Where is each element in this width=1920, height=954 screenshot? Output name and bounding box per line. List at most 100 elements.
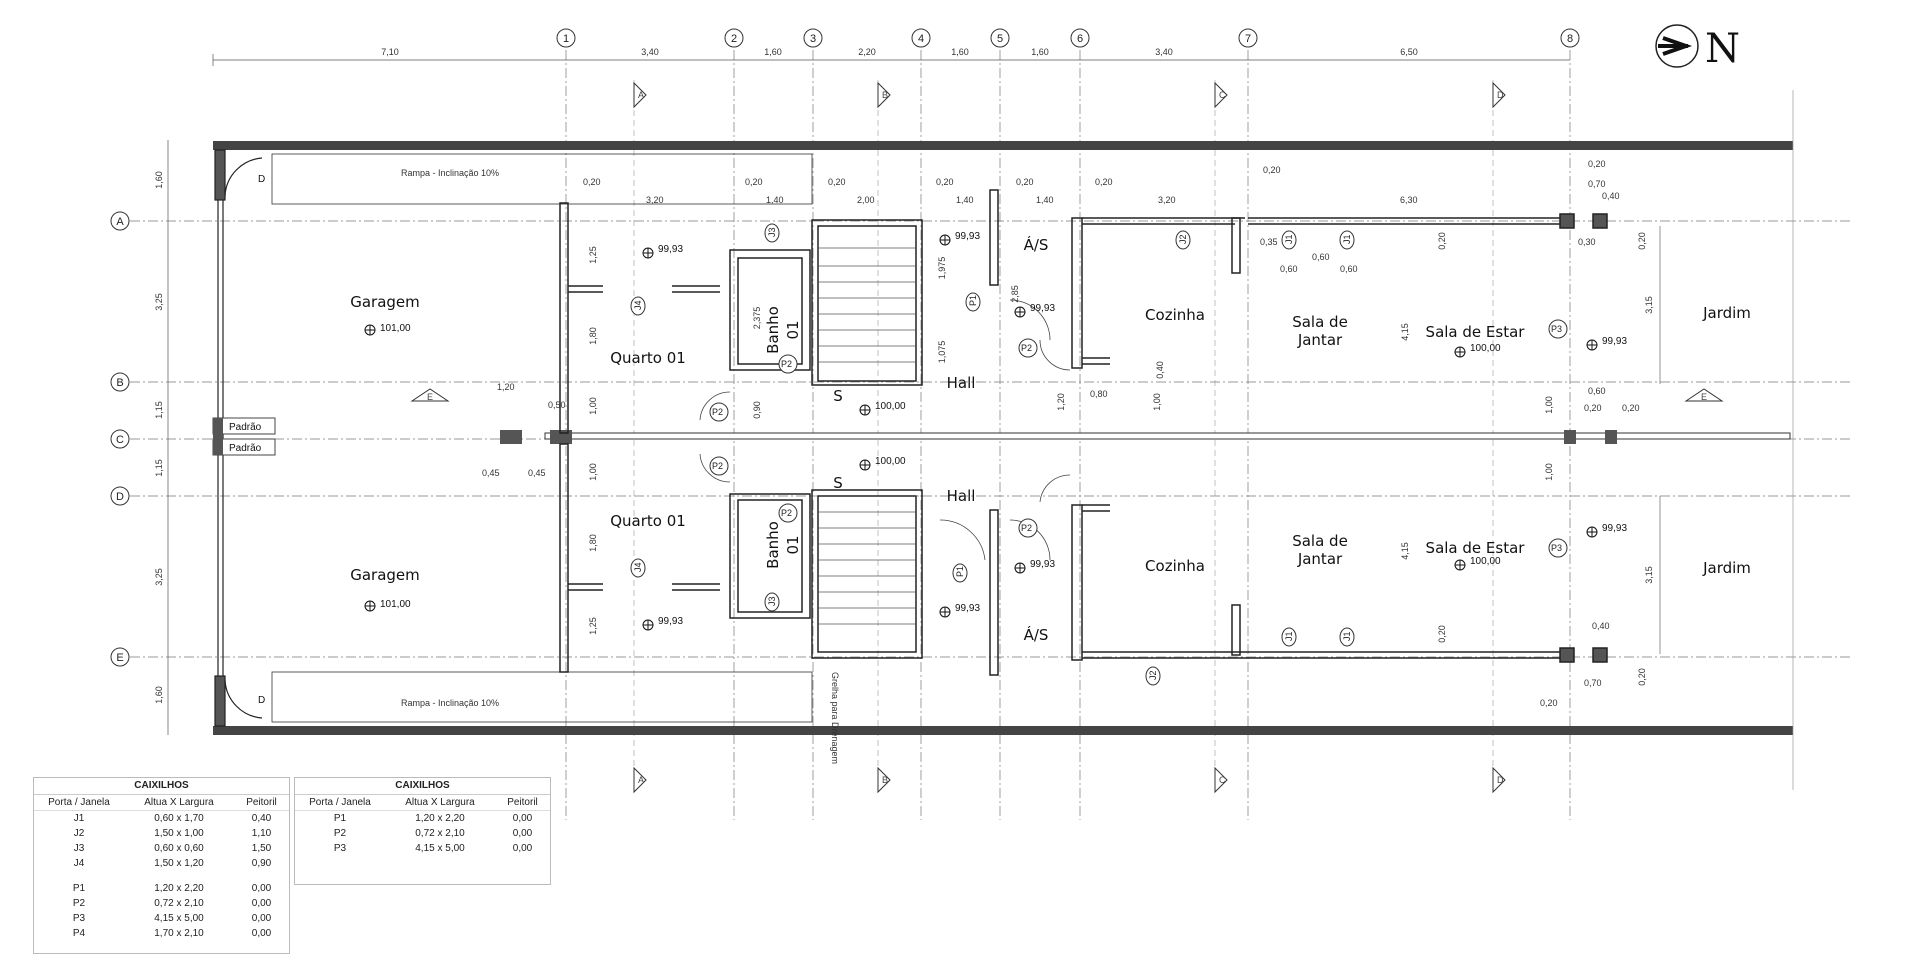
svg-text:3,20: 3,20 (1158, 195, 1176, 205)
dim-text: 3,25 (154, 293, 164, 311)
svg-text:0,70: 0,70 (1584, 678, 1602, 688)
axis-bubble-3: 3 (803, 28, 823, 48)
axis-bubble-d: D (110, 486, 130, 506)
cell: 1,20 x 2,20 (154, 883, 204, 894)
header-porta: Porta / Janela (48, 797, 110, 808)
tag-j3-top: J3 (764, 223, 780, 243)
svg-text:100,00: 100,00 (1470, 556, 1501, 567)
caixilhos-title: CAIXILHOS (34, 778, 289, 795)
tag-p1-bottom: P1 (952, 563, 968, 583)
tag-j4-bottom: J4 (630, 558, 646, 578)
tag-d-top: D (258, 174, 265, 185)
stair-up-top: S (833, 387, 843, 405)
door-swings (699, 299, 1071, 561)
cell: 0,00 (251, 913, 272, 924)
svg-text:J1: J1 (1284, 234, 1294, 244)
grelha-label: Grelha para Drenagem (830, 672, 840, 764)
cell: 0,60 x 1,70 (154, 813, 204, 824)
tag-j1-bottom-a: J1 (1281, 627, 1297, 647)
stair-up-bottom: S (833, 474, 843, 492)
svg-text:0,20: 0,20 (1016, 177, 1034, 187)
table-row: J3 0,60 x 0,60 1,50 (34, 841, 289, 856)
svg-text:0,20: 0,20 (583, 177, 601, 187)
cell: 0,00 (512, 813, 533, 824)
svg-text:E: E (1701, 392, 1707, 402)
svg-text:4,15: 4,15 (1400, 542, 1410, 560)
svg-text:1,25: 1,25 (588, 246, 598, 264)
dim-text: 3,25 (154, 568, 164, 586)
room-garagem-bottom: Garagem (350, 566, 420, 584)
dim-text: 6,50 (1400, 47, 1418, 57)
svg-text:0,70: 0,70 (1588, 179, 1606, 189)
svg-text:0,30: 0,30 (1578, 237, 1596, 247)
svg-text:3,15: 3,15 (1644, 566, 1654, 584)
svg-text:99,93: 99,93 (955, 231, 980, 242)
svg-text:0,60: 0,60 (1280, 264, 1298, 274)
padrao-boxes: Padrão Padrão (212, 417, 276, 456)
section-mark-d-top: D (1492, 81, 1506, 109)
svg-text:7: 7 (1245, 33, 1251, 45)
axis-bubble-b: B (110, 372, 130, 392)
stair-treads (818, 247, 916, 625)
svg-text:J3: J3 (767, 227, 777, 237)
cell: 1,50 x 1,00 (154, 828, 204, 839)
level-quarto-bottom: 99,93 (642, 616, 683, 631)
lower-unit-walls (559, 443, 1608, 676)
svg-text:A: A (638, 775, 644, 785)
tag-j1-bottom-b: J1 (1339, 627, 1355, 647)
table-header-row: Porta / Janela Altua X Largura Peitoril (34, 795, 289, 811)
header-altura: Altua X Largura (405, 797, 475, 808)
cell: J3 (73, 843, 85, 854)
cell: 0,60 x 0,60 (154, 843, 204, 854)
svg-text:0,20: 0,20 (1584, 403, 1602, 413)
central-wall (500, 430, 1791, 444)
svg-text:J2: J2 (1148, 670, 1158, 680)
axis-bubble-c: C (110, 429, 130, 449)
level-jardim-top: 99,93 (1586, 336, 1627, 351)
svg-text:P2: P2 (1021, 523, 1032, 533)
level-sala-bottom: 100,00 (1454, 556, 1501, 571)
axis-bubble-e: E (110, 647, 130, 667)
level-as-bottom: 99,93 (1014, 559, 1055, 574)
cell: 0,90 (251, 858, 272, 869)
section-mark-a-bottom: A (633, 766, 647, 794)
svg-text:J3: J3 (767, 596, 777, 606)
level-quarto-top: 99,93 (642, 244, 683, 259)
column-axis-bubbles: 1 2 3 4 5 6 7 8 (556, 28, 1580, 48)
svg-text:3: 3 (810, 33, 816, 45)
svg-text:1,00: 1,00 (588, 397, 598, 415)
section-mark-b-top: B (877, 81, 891, 109)
svg-text:D: D (258, 695, 265, 706)
top-dimension-line (212, 54, 1570, 66)
svg-text:0,20: 0,20 (745, 177, 763, 187)
tag-p2-quarto-bottom: P2 (709, 456, 729, 476)
svg-text:99,93: 99,93 (658, 616, 683, 627)
dim-text: 1,60 (764, 47, 782, 57)
section-mark-e-right: E (1684, 388, 1724, 402)
svg-text:2: 2 (731, 33, 737, 45)
svg-text:101,00: 101,00 (380, 599, 411, 610)
svg-text:P2: P2 (712, 407, 723, 417)
svg-text:B: B (882, 90, 888, 100)
svg-text:0,35: 0,35 (1260, 237, 1278, 247)
north-label: N (1705, 26, 1740, 72)
svg-text:1,40: 1,40 (956, 195, 974, 205)
svg-text:6: 6 (1077, 33, 1083, 45)
svg-text:4: 4 (918, 33, 924, 45)
cell: J2 (73, 828, 85, 839)
svg-text:P2: P2 (712, 461, 723, 471)
cell: 1,70 x 2,10 (154, 928, 204, 939)
svg-text:J1: J1 (1342, 234, 1352, 244)
svg-text:0,45: 0,45 (482, 468, 500, 478)
cell: 1,50 (251, 843, 272, 854)
section-mark-a-top: A (633, 81, 647, 109)
dim-text: 2,20 (858, 47, 876, 57)
tag-p1-top: P1 (965, 292, 981, 312)
svg-text:1,075: 1,075 (937, 341, 947, 364)
dim-text: 3,40 (1155, 47, 1173, 57)
svg-text:E: E (116, 652, 123, 664)
level-hall-bottom: 99,93 (939, 603, 980, 618)
svg-text:J1: J1 (1284, 631, 1294, 641)
